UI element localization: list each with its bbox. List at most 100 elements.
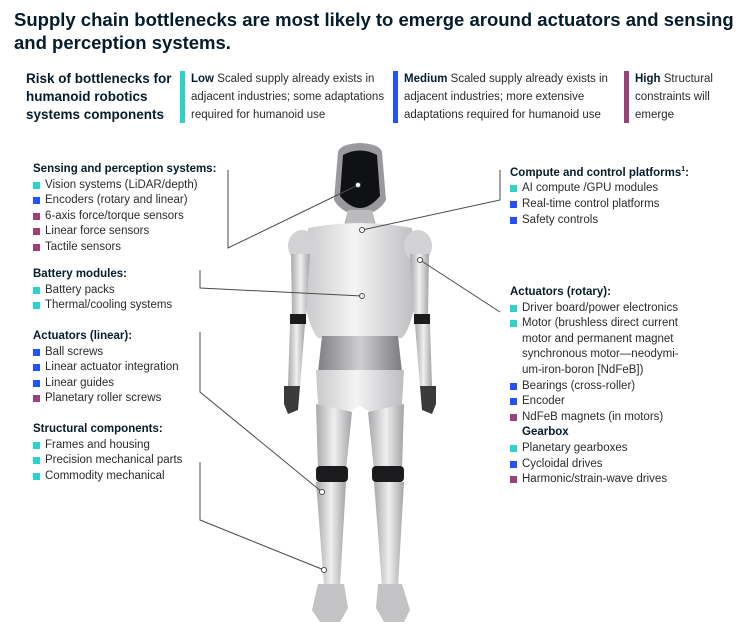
component-item: Planetary roller screws [33, 391, 179, 407]
component-item: Planetary gearboxes [510, 441, 679, 457]
legend-low-text: Scaled supply already exists in adjacent… [191, 73, 385, 121]
leader-dot-battery [359, 293, 365, 299]
group-sensing: Sensing and perception systems: Vision s… [33, 162, 216, 256]
group-battery: Battery modules: Battery packs Thermal/c… [33, 267, 172, 314]
robot-right-foot [376, 584, 410, 622]
risk-low-marker [510, 444, 517, 452]
component-item: Frames and housing [33, 438, 182, 454]
group-structural-title: Structural components: [33, 423, 163, 435]
robot-head [334, 143, 386, 215]
group-sensing-title: Sensing and perception systems: [33, 163, 217, 175]
component-item: Tactile sensors [33, 240, 216, 256]
risk-low-marker [33, 286, 40, 294]
component-item: NdFeB magnets (in motors) [510, 410, 679, 426]
leader-dot-rotary [417, 257, 423, 263]
leader-line-compute [361, 170, 501, 231]
leader-line-linear [199, 332, 323, 493]
robot-left-forearm [288, 324, 305, 386]
footnote-marker: 1 [681, 166, 686, 173]
component-item: AI compute /GPU modules [510, 181, 689, 197]
leader-line-structural [199, 462, 325, 571]
risk-legend-label: Risk of bottlenecks for humanoid robotic… [26, 71, 172, 122]
leader-line-sensing [227, 170, 359, 249]
component-item: Linear force sensors [33, 224, 216, 240]
risk-medium-marker [510, 460, 517, 468]
robot-left-foot [312, 584, 348, 622]
component-item: Linear guides [33, 376, 179, 392]
gearbox-subtitle: Gearbox [522, 426, 569, 439]
component-item: Vision systems (LiDAR/depth) [33, 178, 216, 194]
group-rotary-actuators: Actuators (rotary): Driver board/power e… [510, 285, 679, 488]
robot-right-forearm [415, 324, 432, 386]
robot-left-elbow [290, 314, 306, 324]
component-item: Driver board/power electronics [510, 301, 679, 317]
robot-right-shin [374, 482, 404, 586]
risk-low-marker [510, 185, 517, 193]
risk-high-marker [33, 395, 40, 403]
component-item: Thermal/cooling systems [33, 298, 172, 314]
group-rotary-title: Actuators (rotary): [510, 286, 611, 298]
group-compute-title: Compute and control platforms1: [510, 166, 689, 179]
legend-high-text: Structural constraints will emerge [635, 73, 713, 121]
leader-line-battery [199, 270, 363, 297]
component-item: Commodity mechanical [33, 469, 182, 485]
legend-low-name: Low [191, 73, 214, 85]
legend-low-swatch [180, 71, 185, 123]
robot-left-shin [316, 482, 346, 586]
risk-medium-marker [33, 197, 40, 205]
risk-medium-marker [510, 201, 517, 209]
legend-medium: Medium Scaled supply already exists in a… [393, 70, 618, 124]
leader-line-rotary [419, 259, 501, 313]
risk-high-marker [510, 476, 517, 484]
group-linear-title: Actuators (linear): [33, 330, 133, 342]
component-item: Ball screws [33, 345, 179, 361]
component-item: Encoder [510, 394, 679, 410]
robot-right-thigh [368, 404, 404, 470]
risk-low-marker [33, 302, 40, 310]
risk-medium-marker [510, 398, 517, 406]
risk-medium-marker [33, 348, 40, 356]
robot-pelvis [316, 370, 404, 420]
robot-torso [304, 223, 416, 338]
legend-medium-text: Scaled supply already exists in adjacent… [404, 73, 608, 121]
risk-high-marker [33, 228, 40, 236]
component-item: Safety controls [510, 213, 689, 229]
component-item: 6-axis force/torque sensors [33, 209, 216, 225]
robot-waist [318, 336, 402, 372]
risk-low-marker [33, 441, 40, 449]
risk-medium-marker [510, 216, 517, 224]
component-item: Battery packs [33, 283, 172, 299]
component-item: Real-time control platforms [510, 197, 689, 213]
robot-left-thigh [316, 404, 352, 470]
legend-high: High Structural constraints will emerge [624, 70, 734, 124]
robot-right-elbow [414, 314, 430, 324]
risk-low-marker [33, 181, 40, 189]
risk-medium-marker [33, 379, 40, 387]
page-title: Supply chain bottlenecks are most likely… [14, 9, 734, 53]
risk-high-marker [510, 413, 517, 421]
risk-medium-marker [510, 382, 517, 390]
robot-left-hand [284, 386, 300, 414]
leader-dot-sensing [355, 182, 361, 188]
robot-right-hand [420, 386, 436, 414]
robot-right-upper-arm [410, 254, 429, 316]
robot-right-knee [372, 466, 404, 482]
group-compute: Compute and control platforms1: AI compu… [510, 162, 689, 228]
group-linear-actuators: Actuators (linear): Ball screws Linear a… [33, 329, 179, 407]
risk-low-marker [510, 304, 517, 312]
risk-medium-marker [33, 364, 40, 372]
group-structural: Structural components: Frames and housin… [33, 422, 182, 484]
risk-low-marker [510, 320, 517, 328]
risk-low-marker [33, 457, 40, 465]
leader-dot-linear [319, 489, 325, 495]
component-item: Encoders (rotary and linear) [33, 193, 216, 209]
risk-high-marker [33, 212, 40, 220]
component-item: Linear actuator integration [33, 360, 179, 376]
component-item: Bearings (cross-roller) [510, 379, 679, 395]
robot-left-upper-arm [291, 254, 310, 316]
legend-medium-swatch [393, 71, 398, 123]
group-battery-title: Battery modules: [33, 268, 127, 280]
component-item: Harmonic/strain-wave drives [510, 472, 679, 488]
